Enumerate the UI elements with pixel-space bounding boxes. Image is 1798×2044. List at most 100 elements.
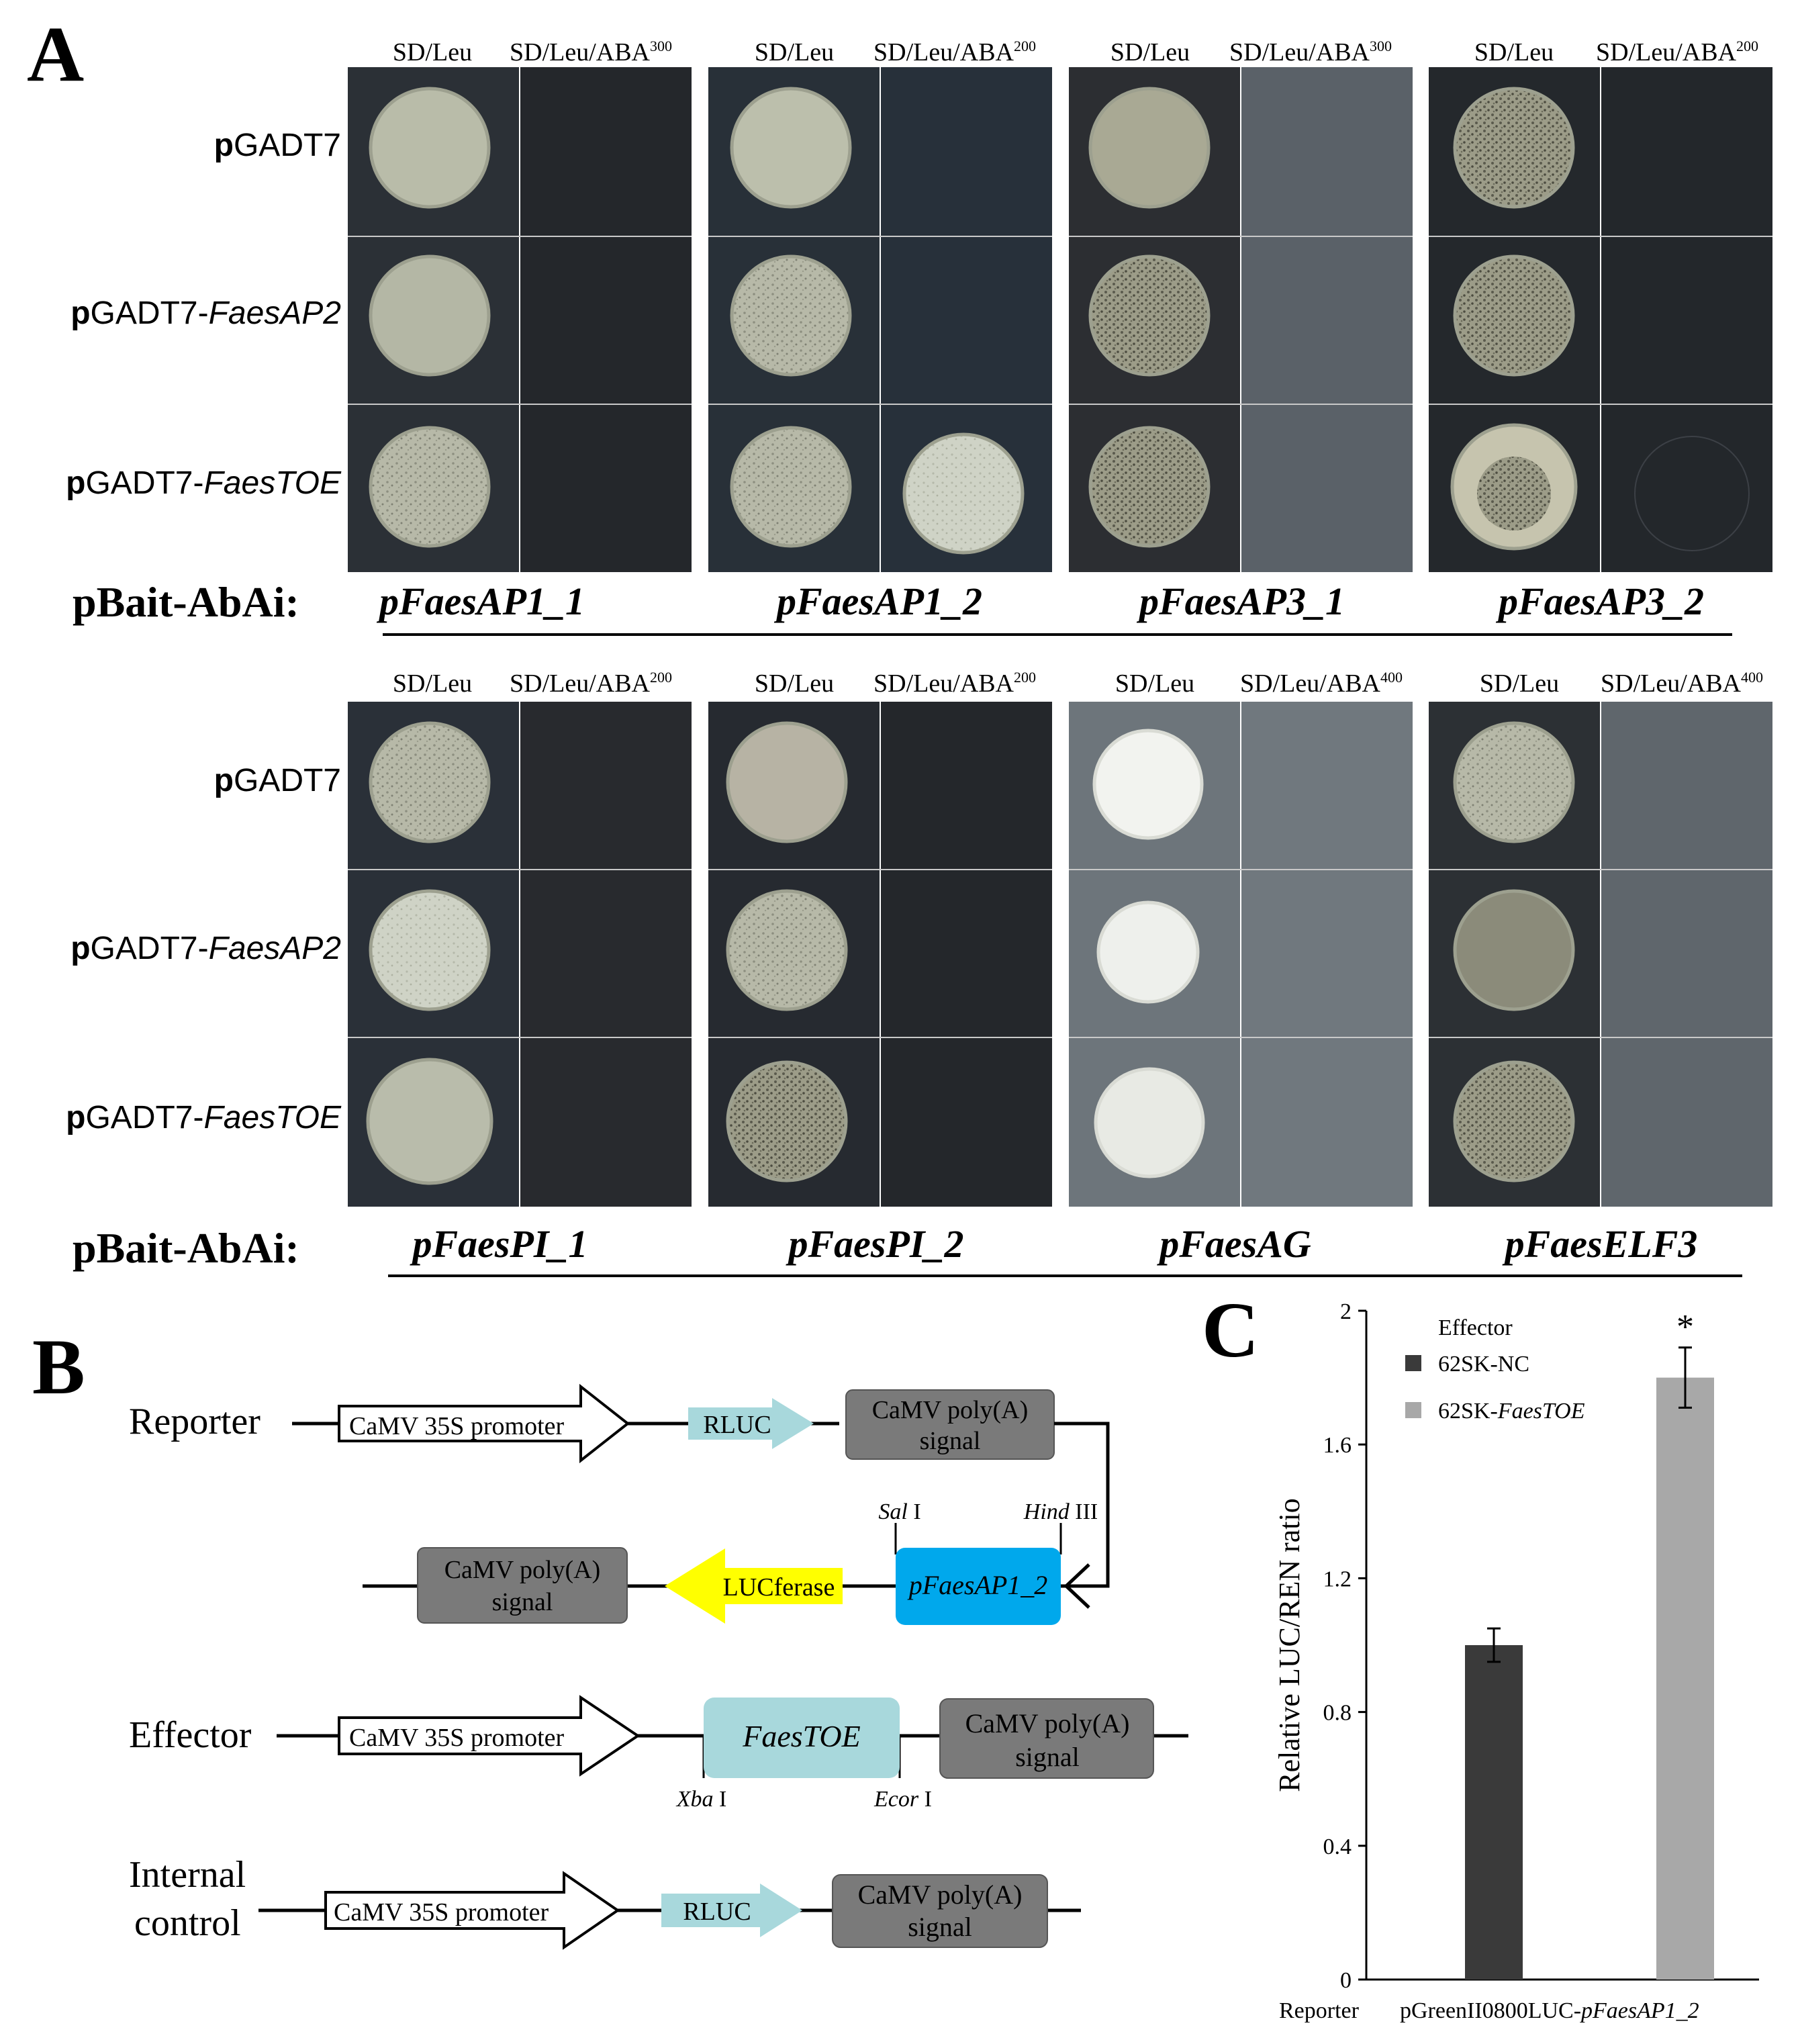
- top-header-sd-leu-4: SD/Leu: [1474, 38, 1554, 66]
- top-header-sd-leu-2: SD/Leu: [755, 38, 834, 66]
- row-label-pgadt7-faestoe-top: pGADT7-FaesTOE: [66, 465, 342, 501]
- effector-gene-label: FaesTOE: [742, 1719, 861, 1753]
- reporter-polya2-box: [417, 1547, 628, 1624]
- reporter-connector: [1054, 1422, 1110, 1588]
- lucferase-arrow: [665, 1548, 843, 1624]
- promoter-pfaesap3-2: pFaesAP3_2: [1495, 579, 1704, 623]
- top-header-aba-2: SD/Leu/ABA200: [873, 38, 1036, 66]
- internal-promoter-label: CaMV 35S promoter: [334, 1898, 549, 1926]
- chart-x-prefix-reporter: Reporter: [1279, 1998, 1360, 2023]
- row-label-pgadt7-faesap2-top: pGADT7-FaesAP2: [70, 295, 341, 331]
- legend-swatch-faestoe: [1405, 1402, 1421, 1418]
- bottom-colonies: [366, 721, 1575, 1185]
- chart-legend-title: Effector: [1438, 1315, 1513, 1340]
- row-label-pgadt7-top: pGADT7: [214, 128, 341, 163]
- reporter-label: Reporter: [129, 1401, 261, 1442]
- bait-label-bottom: pBait-AbAi:: [73, 1224, 299, 1272]
- internal-label-line1: Internal: [129, 1854, 246, 1896]
- legend-label-faestoe: 62SK-FaesTOE: [1438, 1399, 1585, 1424]
- internal-35s-arrow: [324, 1871, 620, 1950]
- top-colonies: [369, 87, 1750, 555]
- plate-g6-aba: [881, 702, 1052, 1207]
- top-header-sd-leu-3: SD/Leu: [1110, 38, 1190, 66]
- row-label-pgadt7-faesap2-bottom: pGADT7-FaesAP2: [70, 931, 341, 966]
- bait-label-top: pBait-AbAi:: [73, 578, 299, 626]
- chart-y-tick-label: 0: [1340, 1968, 1352, 1993]
- bottom-header-sd-leu-2: SD/Leu: [755, 669, 834, 698]
- chart-y-ticks: 00.40.81.21.62: [1323, 1299, 1366, 1993]
- top-header-aba-3: SD/Leu/ABA300: [1229, 38, 1392, 66]
- effector-gene-box: [704, 1698, 900, 1778]
- top-plate-photos: [348, 67, 1772, 572]
- row-label-pgadt7-faestoe-bottom: pGADT7-FaesTOE: [66, 1100, 342, 1135]
- top-header-sd-leu-1: SD/Leu: [393, 38, 472, 66]
- bottom-row-labels: pGADT7 pGADT7-FaesAP2 pGADT7-FaesTOE: [66, 763, 342, 1135]
- panel-a-letter: A: [27, 10, 84, 98]
- luc-ren-bar-chart: 00.40.81.21.62 Relative LUC/REN ratio * …: [1273, 1299, 1759, 2023]
- internal-polya-box: [832, 1874, 1048, 1948]
- plate-g8-aba: [1601, 702, 1772, 1207]
- bottom-row-separators: [348, 869, 1772, 1038]
- reporter-promoter-label: CaMV 35S promoter: [349, 1412, 565, 1440]
- bottom-header-sd-leu-4: SD/Leu: [1480, 669, 1559, 698]
- plate-g3-aba: [1241, 67, 1413, 572]
- target-promoter-box: [896, 1548, 1061, 1625]
- lucferase-label: LUCferase: [723, 1573, 835, 1601]
- hind-site-label: Hind III: [1023, 1499, 1098, 1524]
- ecor-site-label: Ecor I: [873, 1787, 932, 1812]
- reporter-polya2-line2: signal: [492, 1588, 553, 1616]
- effector-polya-line1: CaMV poly(A): [965, 1708, 1130, 1738]
- plate-g1-aba: [520, 67, 692, 572]
- promoter-pfaesap1-1: pFaesAP1_1: [376, 579, 585, 623]
- xba-site-label: Xba I: [675, 1787, 727, 1812]
- top-column-headers: SD/Leu SD/Leu/ABA300 SD/Leu SD/Leu/ABA20…: [393, 38, 1758, 66]
- chart-bar-0: [1465, 1645, 1523, 1980]
- top-row-separators: [348, 236, 1772, 405]
- effector-label: Effector: [129, 1714, 252, 1756]
- reporter-polya2-line1: CaMV poly(A): [444, 1556, 601, 1584]
- panel-c-letter: C: [1202, 1286, 1259, 1374]
- chart-y-tick-label: 0.4: [1323, 1834, 1352, 1859]
- bottom-header-aba-3: SD/Leu/ABA400: [1240, 669, 1403, 698]
- effector-35s-arrow: [338, 1695, 641, 1777]
- internal-polya-line2: signal: [908, 1912, 972, 1942]
- chart-bars: *: [1465, 1308, 1714, 1980]
- target-promoter-label: pFaesAP1_2: [907, 1570, 1048, 1600]
- bottom-promoters: pFaesPI_1 pFaesPI_2 pFaesAG pFaesELF3: [410, 1222, 1698, 1266]
- chart-significance-star: *: [1676, 1308, 1694, 1346]
- promoter-pfaesap1-2: pFaesAP1_2: [773, 579, 982, 623]
- bottom-header-aba-2: SD/Leu/ABA200: [873, 669, 1036, 698]
- effector-construct: Effector CaMV 35S promoter Xba I Ecor I …: [129, 1695, 1188, 1812]
- legend-swatch-nc: [1405, 1355, 1421, 1371]
- reporter-polya-line2: signal: [920, 1427, 981, 1455]
- top-row-labels: pGADT7 pGADT7-FaesAP2 pGADT7-FaesTOE: [66, 128, 342, 501]
- internal-control-construct: Internal control CaMV 35S promoter RLUC …: [129, 1854, 1081, 1950]
- chart-x-category-label: pGreenII0800LUC-pFaesAP1_2: [1400, 1998, 1699, 2023]
- effector-polya-box: [939, 1698, 1154, 1779]
- reporter-polya-line1: CaMV poly(A): [872, 1396, 1029, 1424]
- bottom-column-headers: SD/Leu SD/Leu/ABA200 SD/Leu SD/Leu/ABA20…: [393, 669, 1763, 698]
- row-label-pgadt7-bottom: pGADT7: [214, 763, 341, 798]
- top-header-aba-1: SD/Leu/ABA300: [510, 38, 672, 66]
- plate-g5-aba: [520, 702, 692, 1207]
- internal-rluc-label: RLUC: [683, 1898, 751, 1926]
- chart-y-tick-label: 1.6: [1323, 1433, 1352, 1458]
- plate-g4-aba: [1601, 67, 1772, 572]
- chart-y-tick-label: 2: [1340, 1299, 1352, 1324]
- sal-site-label: Sal I: [878, 1499, 920, 1524]
- chart-y-axis-label: Relative LUC/REN ratio: [1273, 1498, 1306, 1792]
- promoter-pfaesap3-1: pFaesAP3_1: [1136, 579, 1345, 623]
- bottom-header-aba-1: SD/Leu/ABA200: [510, 669, 672, 698]
- legend-label-nc: 62SK-NC: [1438, 1352, 1529, 1377]
- promoter-pfaespi-1: pFaesPI_1: [410, 1222, 588, 1266]
- chart-y-tick-label: 1.2: [1323, 1567, 1352, 1591]
- bottom-header-sd-leu-1: SD/Leu: [393, 669, 472, 698]
- bottom-header-aba-4: SD/Leu/ABA400: [1601, 669, 1763, 698]
- effector-promoter-label: CaMV 35S promoter: [349, 1724, 565, 1752]
- reporter-rluc-label: RLUC: [703, 1411, 771, 1439]
- reporter-35s-arrow: [338, 1383, 630, 1464]
- internal-label-line2: control: [134, 1902, 241, 1944]
- top-header-aba-4: SD/Leu/ABA200: [1596, 38, 1758, 66]
- panel-b-letter: B: [32, 1323, 85, 1411]
